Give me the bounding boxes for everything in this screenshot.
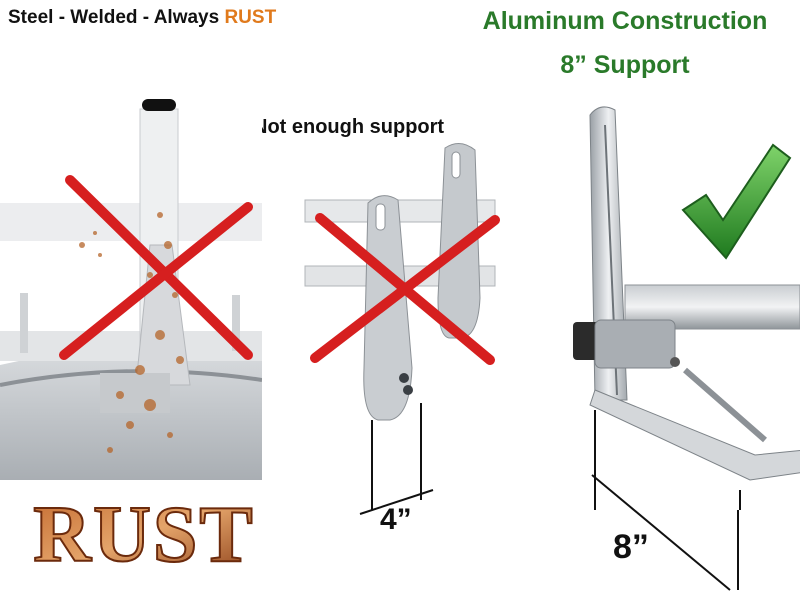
- steel-rack-photo: [0, 95, 262, 480]
- rust-logo-text: RUST: [33, 491, 254, 573]
- aluminum-heading-line2: 8” Support: [560, 51, 690, 79]
- check-mark-icon: [681, 143, 792, 260]
- short-bracket-photo: [300, 138, 505, 438]
- not-enough-support-caption: Not enough support: [253, 116, 445, 138]
- rust-highlight: RUST: [224, 7, 277, 28]
- dimension-4-label: 4”: [380, 503, 412, 536]
- steel-heading-text: Steel - Welded - Always: [8, 7, 225, 28]
- dimension-4-lines: [359, 430, 434, 515]
- steel-heading: Steel - Welded - Always RUST: [8, 7, 276, 29]
- aluminum-heading-line1: Aluminum Construction: [482, 7, 768, 35]
- aluminum-bracket-photo: [565, 100, 800, 510]
- dimension-8-label: 8”: [613, 528, 649, 566]
- cross-mark-icon: [310, 213, 500, 365]
- aluminum-heading: Aluminum Construction 8” Support: [455, 6, 795, 80]
- dimension-8-lines: [591, 410, 739, 591]
- cross-mark-icon: [59, 175, 253, 360]
- rust-logo: RUST: [15, 483, 273, 573]
